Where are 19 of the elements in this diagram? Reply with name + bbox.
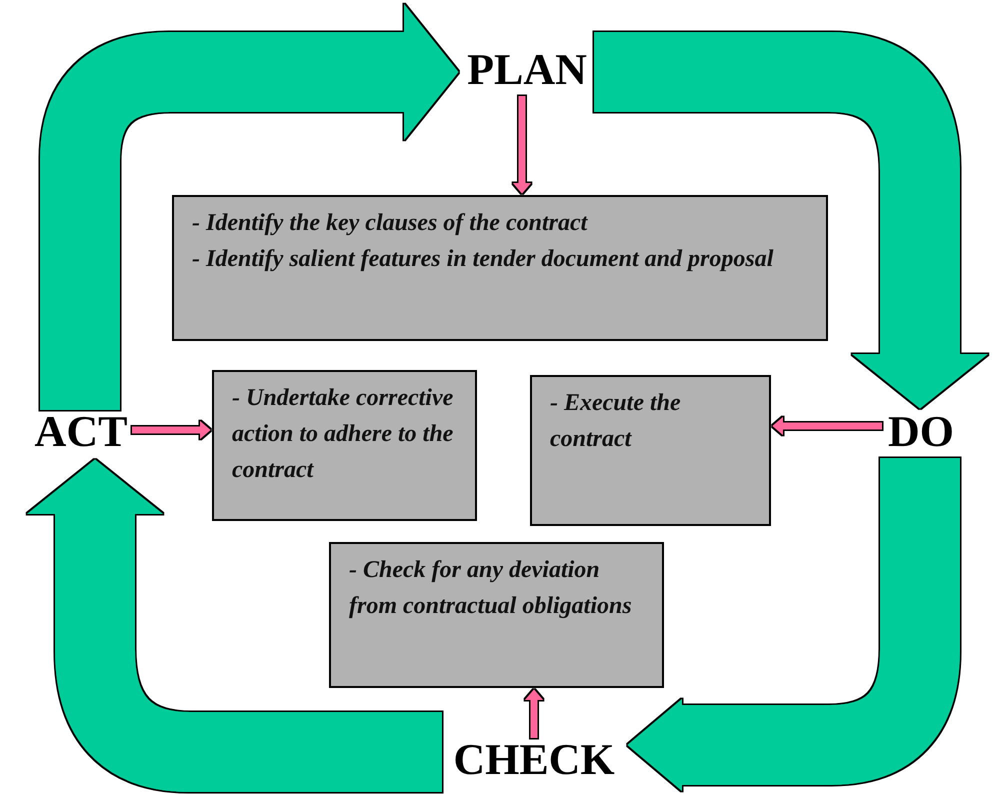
- stage-label: CHECK: [442, 738, 626, 782]
- box-text: - Undertake corrective action to adhere to the contract: [232, 384, 454, 485]
- arrow: [513, 96, 531, 194]
- box-text: - Identify salient features in tender document and proposal: [192, 245, 774, 274]
- arrow: [132, 421, 210, 439]
- text-box: [212, 370, 477, 521]
- text-box: [329, 542, 664, 688]
- box-text: - Check for any deviation from contractual obligations: [349, 556, 633, 621]
- curved-arrow: [40, 4, 458, 410]
- stage-label: PLAN: [460, 48, 594, 96]
- stage-label: ACT: [30, 410, 132, 458]
- text-box: [530, 375, 771, 526]
- box-text: - Execute the contract: [550, 389, 682, 454]
- arrow: [525, 690, 543, 738]
- curved-arrow: [27, 460, 442, 792]
- text-box: [172, 195, 828, 341]
- box-text: - Identify the key clauses of the contract: [192, 209, 589, 238]
- arrow: [772, 417, 882, 435]
- stage-label: DO: [882, 410, 960, 458]
